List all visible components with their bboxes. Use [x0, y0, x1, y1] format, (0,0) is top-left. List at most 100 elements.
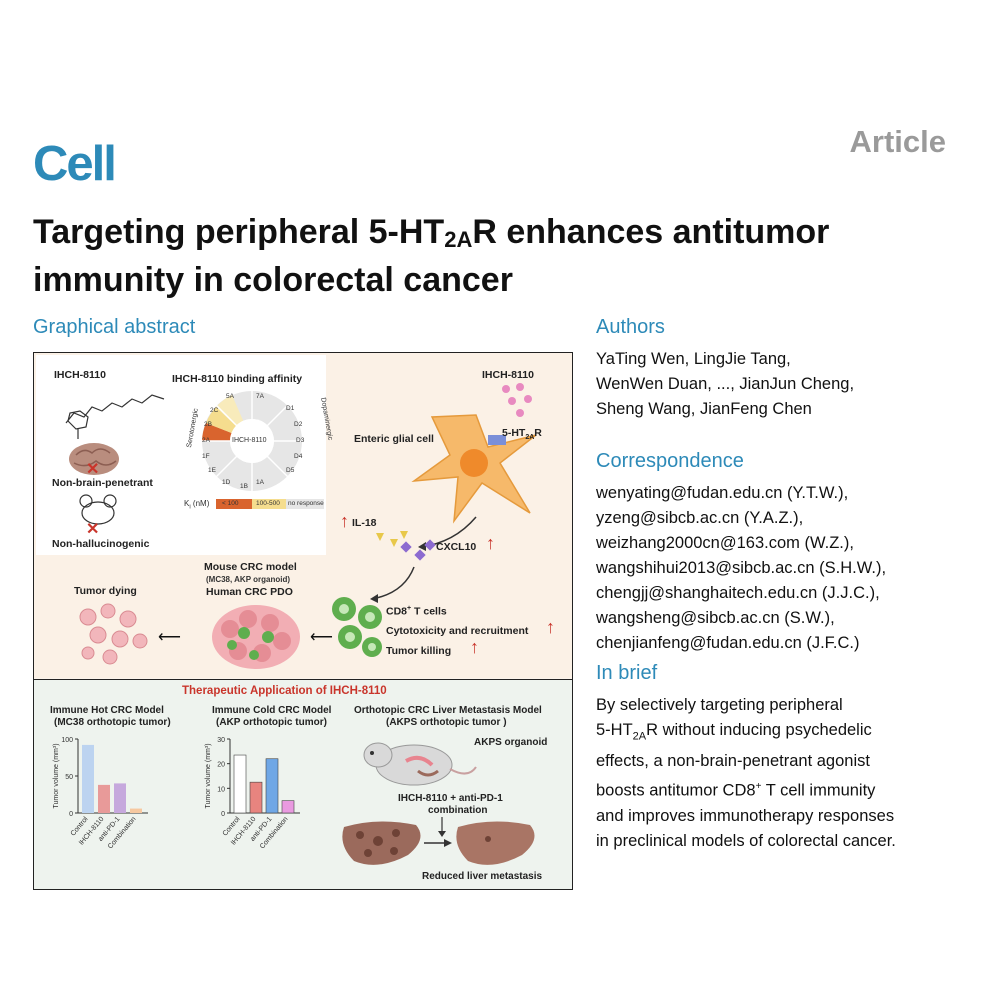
up-arrow-icon: ↑ — [546, 617, 555, 637]
human-pdo-label: Human CRC PDO — [206, 586, 293, 598]
bar-anti-pd-1 — [114, 783, 126, 813]
bar-ihch-8110 — [98, 784, 110, 813]
email-link[interactable]: weizhang2000cn@163.com (W.Z.), — [596, 534, 854, 552]
compound-top-label: IHCH-8110 — [482, 369, 534, 381]
tumor-organoid-icon — [212, 605, 300, 669]
mouse-crc-model-sub: (MC38, AKP organoid) — [206, 575, 291, 584]
in-brief-line: boosts antitumor CD8+ T cell immunity — [596, 781, 876, 800]
title-line1-a: Targeting peripheral 5-HT — [33, 213, 445, 251]
akps-organoid-label: AKPS organoid — [474, 737, 548, 748]
graphical-abstract-heading: Graphical abstract — [33, 316, 196, 338]
cd8-label: CD8+ T cells — [386, 605, 447, 618]
hot-model-title: Immune Hot CRC Model — [50, 705, 164, 716]
in-brief-line: 5-HT2AR without inducing psychedelic — [596, 721, 872, 743]
binding-affinity-title: IHCH-8110 binding affinity — [172, 373, 303, 385]
wheel-label: 1E — [208, 467, 216, 474]
y-tick-label: 20 — [217, 762, 225, 769]
email-link[interactable]: wangsheng@sibcb.ac.cn (S.W.), — [596, 609, 835, 627]
article-type-label: Article — [849, 124, 946, 159]
wheel-label: D3 — [296, 437, 305, 444]
bar-anti-pd-1 — [265, 758, 279, 814]
enteric-glial-cell-icon — [411, 414, 537, 524]
email-link[interactable]: chenjianfeng@fudan.edu.cn (J.F.C.) — [596, 634, 860, 652]
in-brief-line: effects, a non-brain-penetrant agonist — [596, 752, 870, 771]
y-axis-label: Tumor volume (mm³) — [205, 743, 212, 808]
author-line: Sheng Wang, JianFeng Chen — [596, 400, 812, 418]
reduced-metastasis-label: Reduced liver metastasis — [422, 871, 543, 882]
non-hallucinogenic-label: Non-hallucinogenic — [52, 538, 150, 550]
y-axis-label: Tumor volume (mm³) — [53, 743, 60, 808]
liver-model-title: Orthotopic CRC Liver Metastasis Model — [354, 705, 542, 716]
wheel-label: 2C — [210, 407, 219, 414]
compound-label: IHCH-8110 — [54, 369, 106, 381]
cold-model-sub: (AKP orthotopic tumor) — [216, 717, 327, 728]
bar-combination — [281, 800, 295, 814]
wheel-label: D5 — [286, 467, 295, 474]
graphical-abstract-figure: IHCH-8110 ✕ Non-brain-penetrant ✕ Non-ha… — [33, 352, 573, 890]
in-brief-text: By selectively targeting peripheral 5-HT… — [596, 693, 896, 854]
in-brief-line: in preclinical models of colorectal canc… — [596, 831, 896, 850]
title-line2: immunity in colorectal cancer — [33, 261, 513, 299]
mouse-model-icon — [363, 742, 477, 786]
tumor-killing-label: Tumor killing — [386, 645, 452, 657]
legend-swatch-high — [216, 499, 252, 509]
in-brief-line: By selectively targeting peripheral — [596, 696, 843, 714]
therapeutic-title: Therapeutic Application of IHCH-8110 — [182, 685, 387, 697]
y-tick-label: 10 — [217, 786, 225, 793]
legend-swatch-mid — [252, 499, 286, 509]
legend-swatch-none — [286, 499, 324, 509]
wheel-label: 7A — [256, 393, 264, 400]
wheel-label: 5A — [226, 393, 234, 400]
in-brief-heading: In brief — [596, 662, 658, 684]
legend-lt100: < 100 — [222, 500, 239, 507]
enteric-glial-cell-label: Enteric glial cell — [354, 433, 434, 445]
email-link[interactable]: wenyating@fudan.edu.cn (Y.T.W.), — [596, 484, 849, 502]
binding-affinity-wheel — [202, 391, 302, 491]
combination-label-1: IHCH-8110 + anti-PD-1 — [398, 793, 503, 804]
legend-100-500: 100-500 — [256, 500, 280, 507]
up-arrow-icon: ↑ — [486, 533, 495, 553]
wheel-label: D2 — [294, 421, 303, 428]
email-link[interactable]: chengjj@shanghaitech.edu.cn (J.J.C.), — [596, 584, 880, 602]
legend-no-response: no response — [288, 500, 324, 507]
author-line: WenWen Duan, ..., JianJun Cheng, — [596, 375, 855, 393]
authors-list: YaTing Wen, LingJie Tang, WenWen Duan, .… — [596, 347, 854, 422]
bar-control — [82, 744, 94, 813]
correspondence-list: wenyating@fudan.edu.cn (Y.T.W.), yzeng@s… — [596, 481, 886, 656]
author-line: YaTing Wen, LingJie Tang, — [596, 350, 791, 368]
non-brain-penetrant-label: Non-brain-penetrant — [52, 477, 153, 489]
wheel-label: D4 — [294, 453, 303, 460]
receptor-label: 5-HT2AR — [502, 427, 542, 442]
email-link[interactable]: wangshihui2013@sibcb.ac.cn (S.H.W.), — [596, 559, 887, 577]
wheel-label: 1D — [222, 479, 231, 486]
cytotoxicity-label: Cytotoxicity and recruitment — [386, 625, 529, 637]
cxcl10-molecules-icon — [400, 539, 436, 561]
up-arrow-icon: ↑ — [470, 637, 479, 657]
wheel-label: 2A — [202, 437, 210, 444]
tumor-dying-label: Tumor dying — [74, 585, 137, 597]
left-arrow-icon: ⟵ — [158, 629, 181, 646]
left-arrow-icon: ⟵ — [310, 629, 333, 646]
cross-mark-icon: ✕ — [86, 461, 100, 478]
bar-control — [233, 754, 247, 814]
up-arrow-icon: ↑ — [340, 511, 349, 531]
in-brief-line: and improves immunotherapy responses — [596, 806, 895, 825]
wheel-label: 1F — [202, 453, 210, 460]
wheel-label: 2B — [204, 421, 212, 428]
brain-icon — [69, 443, 119, 475]
email-link[interactable]: yzeng@sibcb.ac.cn (Y.A.Z.), — [596, 509, 804, 527]
journal-logo: Cell — [33, 137, 117, 191]
y-tick-label: 0 — [69, 811, 73, 818]
il18-label: IL-18 — [352, 517, 377, 529]
wheel-label: 1B — [240, 483, 248, 490]
mouse-outline-icon — [79, 494, 117, 525]
cd8-t-cells-icon — [332, 597, 382, 657]
correspondence-heading: Correspondence — [596, 450, 744, 472]
cxcl10-label: CXCL10 — [436, 541, 477, 553]
y-tick-label: 50 — [65, 774, 73, 781]
title-line1-sub: 2A — [444, 227, 473, 252]
wheel-label: D1 — [286, 405, 295, 412]
article-title: Targeting peripheral 5-HT2AR enhances an… — [33, 212, 973, 300]
bar-combination — [130, 808, 142, 813]
